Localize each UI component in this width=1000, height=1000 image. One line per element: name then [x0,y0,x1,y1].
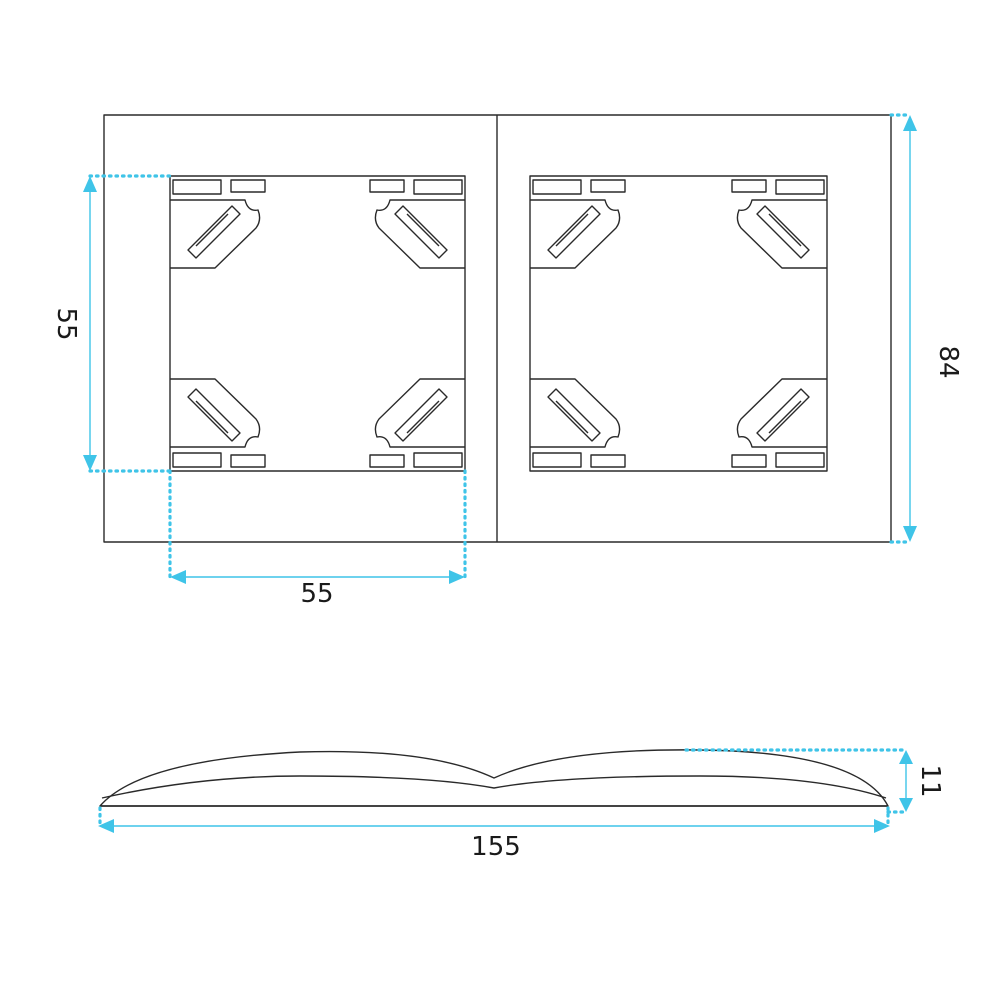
left-socket-module [169,175,466,472]
dimension-label-total-length: 155 [471,832,521,862]
side-view [99,749,889,807]
dimension-outer-height: 84 [889,113,963,544]
right-clip-bottom-left [530,378,626,468]
profile-inner-curve [101,775,887,799]
profile-outline [99,749,889,807]
right-clip-bottom-right [731,378,827,468]
dimension-label-outer-height: 84 [933,345,963,378]
right-socket-module [529,175,828,472]
dimension-inner-width: 55 [168,469,467,609]
left-opening [169,175,466,472]
dimension-inner-height: 55 [51,174,172,473]
front-view [103,114,892,543]
dimension-label-inner-width: 55 [300,579,333,609]
left-clip-top-left [170,179,266,269]
dimension-depth: 11 [684,748,945,814]
left-clip-bottom-right [369,378,465,468]
right-clip-top-left [530,179,626,269]
left-clip-bottom-left [170,378,266,468]
dimension-label-depth: 11 [915,764,945,797]
dimension-total-length: 155 [98,806,890,862]
right-clip-top-right [731,179,827,269]
right-opening [529,175,828,472]
left-clip-top-right [369,179,465,269]
dimension-label-inner-height: 55 [51,307,81,340]
